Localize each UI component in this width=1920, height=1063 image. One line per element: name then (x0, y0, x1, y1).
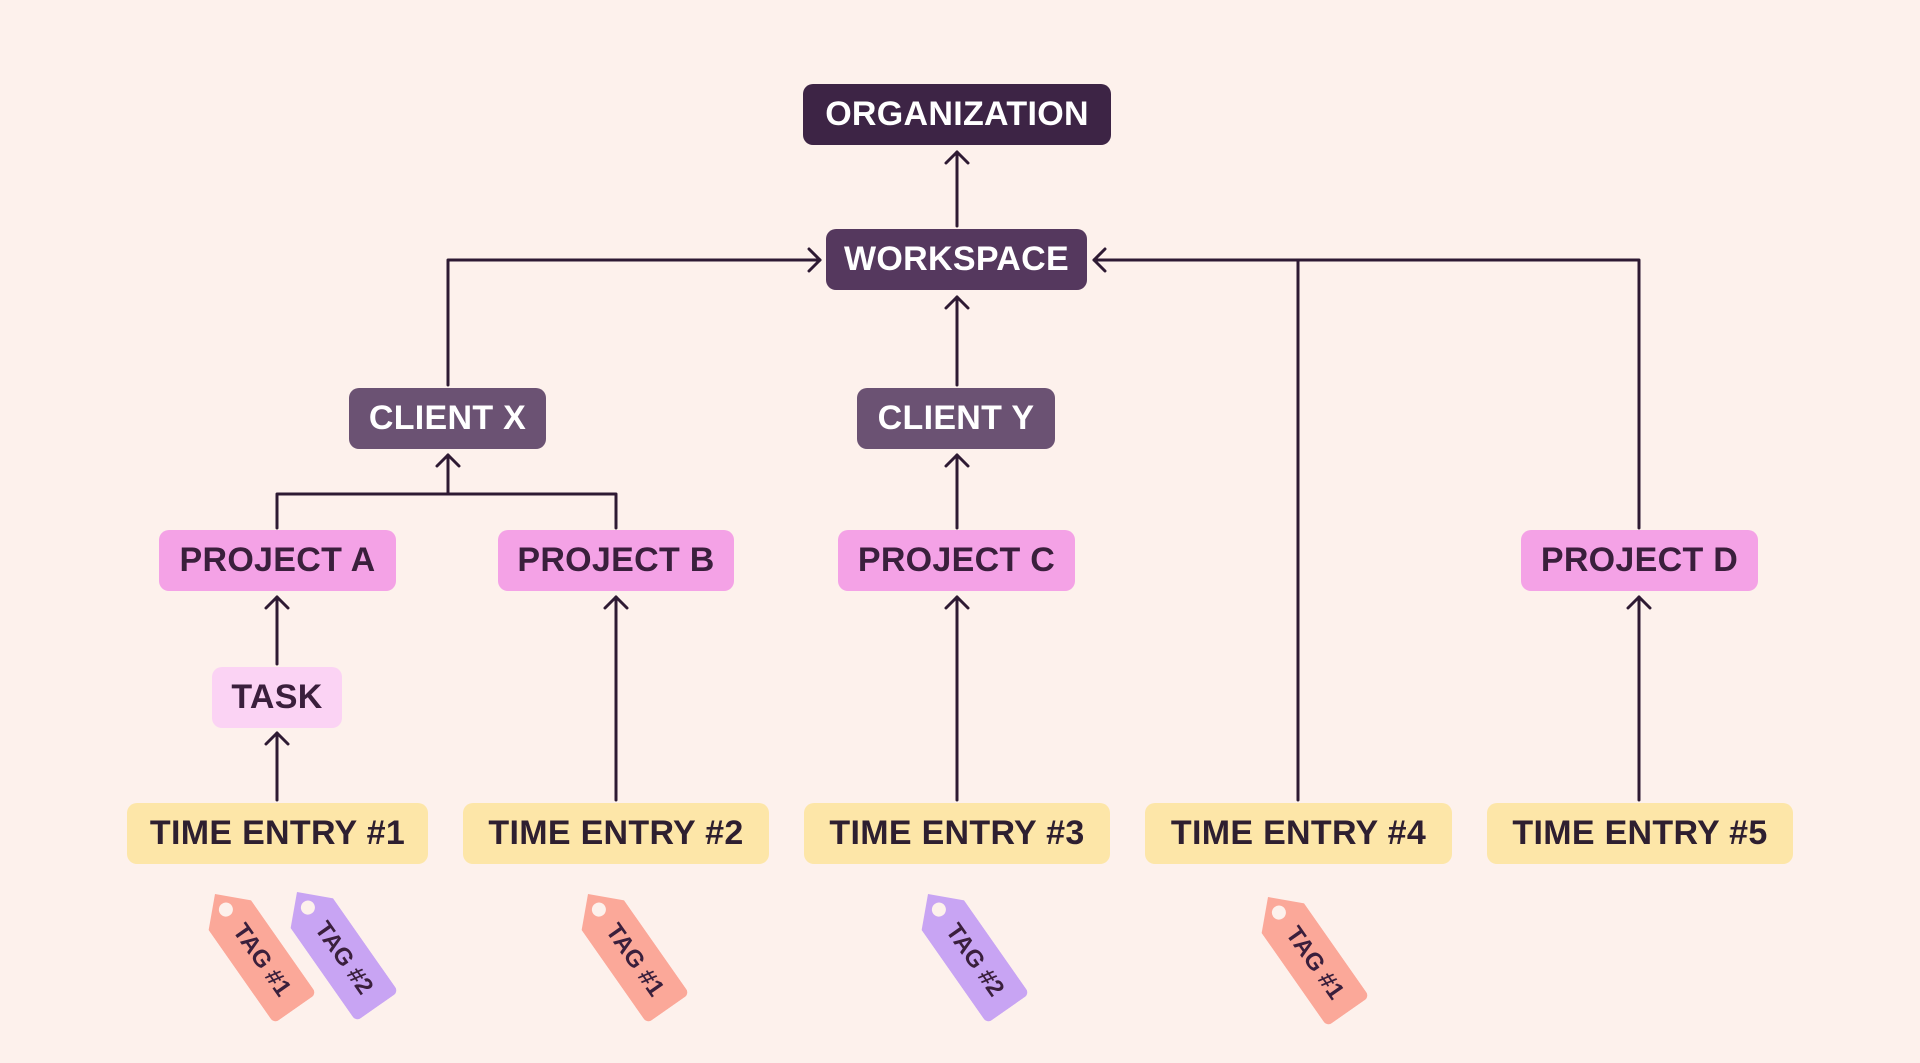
arrowhead-project-c (944, 595, 970, 610)
time-entry-1-node: TIME ENTRY #1 (127, 803, 428, 864)
arrowhead-workspace-bottom (944, 295, 970, 310)
arrowhead-task (264, 731, 290, 746)
time-entry-1-label: TIME ENTRY #1 (149, 814, 406, 852)
project-d-node: PROJECT D (1521, 530, 1758, 591)
arrowhead-project-a (264, 595, 290, 610)
project-b-node: PROJECT B (498, 530, 734, 591)
project-c-node: PROJECT C (838, 530, 1075, 591)
connector-projects-client-x (275, 492, 618, 530)
arrowhead-project-d (1626, 595, 1652, 610)
workspace-label: WORKSPACE (844, 240, 1069, 278)
project-b-label: PROJECT B (517, 541, 715, 579)
time-entry-5-label: TIME ENTRY #5 (1512, 814, 1768, 852)
workspace-node: WORKSPACE (826, 229, 1087, 290)
task-node: TASK (212, 667, 342, 728)
time-entry-3-node: TIME ENTRY #3 (804, 803, 1110, 864)
time-entry-4-label: TIME ENTRY #4 (1170, 814, 1427, 852)
tag-hole-icon (929, 900, 948, 919)
tag-hole-icon (216, 900, 235, 919)
organization-label: ORGANIZATION (825, 95, 1089, 133)
client-y-node: CLIENT Y (857, 388, 1055, 449)
arrowhead-client-x (435, 453, 461, 468)
arrowhead-client-y (944, 453, 970, 468)
connector-right-branch-workspace (1092, 258, 1641, 530)
arrowhead-organization (944, 150, 970, 165)
time-entry-2-label: TIME ENTRY #2 (488, 814, 744, 852)
time-entry-5-node: TIME ENTRY #5 (1487, 803, 1793, 864)
organization-node: ORGANIZATION (803, 84, 1111, 145)
time-entry-4-node: TIME ENTRY #4 (1145, 803, 1452, 864)
project-c-label: PROJECT C (857, 541, 1056, 579)
arrowhead-workspace-right (1092, 247, 1107, 273)
arrowhead-project-b (603, 595, 629, 610)
arrowhead-workspace-left (807, 247, 822, 273)
client-x-label: CLIENT X (368, 399, 527, 437)
time-entry-3-label: TIME ENTRY #3 (829, 814, 1085, 852)
client-y-label: CLIENT Y (877, 399, 1035, 437)
project-a-node: PROJECT A (159, 530, 396, 591)
project-a-label: PROJECT A (179, 541, 376, 579)
tag-hole-icon (589, 900, 608, 919)
task-label: TASK (231, 678, 323, 716)
connector-client-x-workspace (446, 258, 822, 387)
time-entry-2-node: TIME ENTRY #2 (463, 803, 769, 864)
tag-hole-icon (298, 898, 317, 917)
tag-hole-icon (1269, 903, 1288, 922)
project-d-label: PROJECT D (1540, 541, 1739, 579)
client-x-node: CLIENT X (349, 388, 546, 449)
